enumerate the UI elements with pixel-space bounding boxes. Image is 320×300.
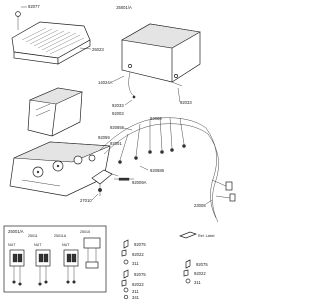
bulb-list-3: 92075 92022 311 bbox=[183, 259, 208, 285]
label-92022-b: 92022 bbox=[132, 282, 144, 287]
label-311-b: 311 bbox=[132, 289, 139, 294]
label-92022: 92022 bbox=[132, 252, 144, 257]
label-27010: 27010 bbox=[80, 198, 92, 203]
label-92009: 92009 bbox=[150, 116, 162, 121]
label-341: 341 bbox=[132, 295, 140, 300]
bulb-341: 341 bbox=[123, 294, 140, 300]
meter-cover bbox=[11, 21, 91, 65]
label-920686: 920686 bbox=[150, 168, 165, 173]
label-92022-c: 92022 bbox=[194, 271, 206, 276]
inset-title: 25001/A bbox=[8, 229, 24, 234]
label-92033: 92033 bbox=[112, 103, 124, 108]
inset-nut-2: NUT bbox=[34, 243, 42, 247]
label-92075: 92075 bbox=[134, 242, 146, 247]
label-92009a: 92009A bbox=[132, 180, 147, 185]
ref-label: Ref. Label bbox=[178, 231, 215, 239]
label-920656: 920656 bbox=[110, 125, 125, 130]
label-92001: 92001 bbox=[110, 141, 122, 146]
bulb-socket-small bbox=[128, 71, 136, 99]
bulb-list-2: 92075 92022 311 bbox=[121, 269, 146, 294]
inset-socket-3 bbox=[63, 249, 79, 284]
label-92003: 92003 bbox=[112, 111, 124, 116]
label-311-c: 311 bbox=[194, 280, 201, 285]
inset-socket-1 bbox=[9, 249, 25, 286]
ref-label-text: Ref. Label bbox=[198, 234, 215, 238]
meter-panel bbox=[27, 87, 84, 137]
wiring-harness bbox=[91, 117, 236, 223]
resistor-lead bbox=[114, 177, 134, 181]
inset-col-1: 25011 bbox=[28, 234, 38, 238]
meter-case bbox=[121, 23, 201, 87]
cover-screw bbox=[15, 11, 21, 30]
label-25023: 25023 bbox=[92, 47, 104, 52]
label-23008: 23008 bbox=[194, 203, 206, 208]
bulb-list-1: 92075 92022 311 bbox=[121, 239, 146, 266]
label-92075-b: 92075 bbox=[134, 272, 146, 277]
inset-nut-3: NUT bbox=[62, 243, 70, 247]
label-92077: 92077 bbox=[28, 4, 40, 9]
inset-socket-2 bbox=[35, 249, 51, 286]
label-92033-b: 92033 bbox=[180, 100, 192, 105]
meter-base-plate bbox=[9, 141, 111, 197]
inset-col-2: 25011A bbox=[54, 234, 67, 238]
exploded-view: 25001/A bbox=[3, 4, 236, 300]
label-311: 311 bbox=[132, 261, 139, 266]
bulb-inset: 25001/A 25011 25011A 25015 NUT NUT NUT bbox=[3, 225, 107, 293]
label-92059: 92059 bbox=[98, 135, 110, 140]
group-code: 25001/A bbox=[116, 5, 132, 10]
inset-bracket bbox=[83, 237, 101, 269]
inset-nut-1: NUT bbox=[8, 243, 16, 247]
label-92075-c: 92075 bbox=[196, 262, 208, 267]
label-14024a: 14024A bbox=[98, 80, 113, 85]
inset-col-3: 25015 bbox=[80, 230, 90, 234]
parts-diagram: 25001/A bbox=[3, 4, 236, 300]
